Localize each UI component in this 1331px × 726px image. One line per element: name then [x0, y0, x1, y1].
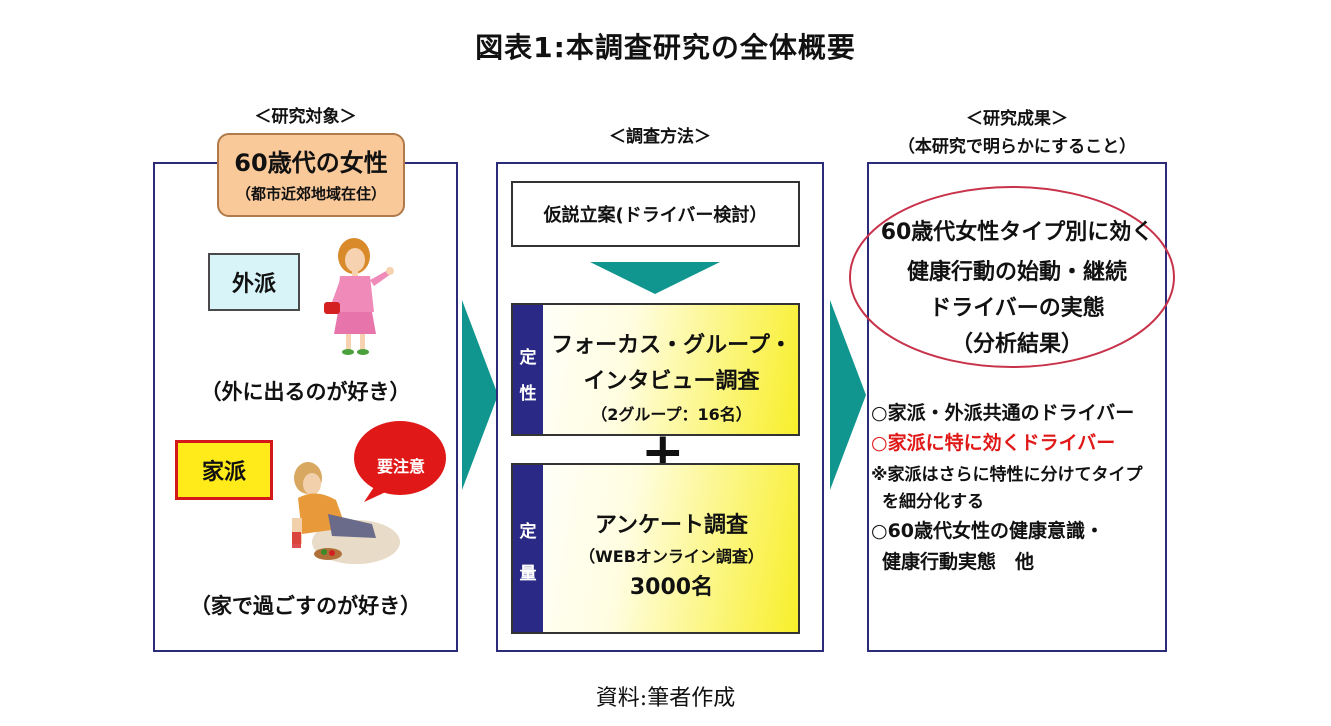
qualitative-line2: インタビュー調査 — [583, 369, 760, 394]
result-line-4: （分析結果） — [950, 332, 1083, 357]
result-line-1: 60歳代女性タイプ別に効く — [880, 220, 1154, 245]
kaha-label: 家派 — [201, 460, 246, 485]
source-caption: 資料:筆者作成 — [595, 686, 736, 711]
quantitative-box: 定 量 アンケート調査 （WEBオンライン調査） 3000名 — [511, 463, 800, 634]
quantitative-line2: 3000名 — [629, 575, 714, 600]
quantitative-tab-char-2: 量 — [519, 564, 537, 584]
qualitative-tab-char-2: 性 — [519, 384, 537, 404]
kaha-note: （家で過ごすのが好き） — [189, 594, 422, 618]
label-research-outcome: ＜研究成果＞ — [966, 109, 1068, 129]
qualitative-tab-char-1: 定 — [519, 348, 537, 368]
arrow-right-icon-2 — [830, 300, 866, 490]
panel-research-outcome — [867, 162, 1167, 652]
qualitative-sub: （2グループ：16名） — [591, 405, 752, 424]
kaha-box: 家派 — [175, 440, 273, 500]
caution-text: 要注意 — [376, 457, 425, 476]
quantitative-tab: 定 量 — [513, 465, 543, 632]
target-box: 60歳代の女性 （都市近郊地域在住） — [217, 133, 405, 217]
hypothesis-box: 仮説立案(ドライバー検討） — [511, 181, 800, 247]
figure-title: 図表1:本調査研究の全体概要 — [475, 31, 856, 64]
result-line-2: 健康行動の始動・継続 — [906, 260, 1127, 285]
gaiha-box: 外派 — [208, 253, 300, 311]
hypothesis-text: 仮説立案(ドライバー検討） — [543, 205, 768, 226]
highlight-ellipse — [849, 186, 1175, 368]
panel-research-target — [153, 162, 458, 652]
qualitative-tab: 定 性 — [513, 305, 543, 434]
label-research-outcome-sub: （本研究で明らかにすること） — [897, 137, 1137, 157]
woman-lounging-icon — [292, 462, 400, 564]
gaiha-label: 外派 — [231, 272, 276, 297]
outcome-item-3b: を細分化する — [882, 492, 984, 512]
outcome-item-4a: ○60歳代女性の健康意識・ — [871, 520, 1105, 542]
arrow-right-icon — [462, 300, 498, 490]
outcome-item-1: ○家派・外派共通のドライバー — [871, 402, 1135, 424]
target-main-text: 60歳代の女性 — [234, 149, 388, 177]
woman-standing-icon — [324, 238, 394, 355]
qualitative-line1: フォーカス・グループ・ — [551, 333, 792, 358]
outcome-item-3a: ※家派はさらに特性に分けてタイプ — [871, 465, 1143, 485]
label-research-method: ＜調査方法＞ — [609, 127, 711, 147]
quantitative-line1: アンケート調査 — [594, 513, 749, 538]
outcome-item-4b: 健康行動実態 他 — [882, 551, 1035, 573]
result-line-3: ドライバーの実態 — [929, 296, 1105, 321]
caution-bubble-icon — [354, 421, 446, 502]
qualitative-box: 定 性 フォーカス・グループ・ インタビュー調査 （2グループ：16名） — [511, 303, 800, 436]
label-research-target: ＜研究対象＞ — [254, 107, 357, 127]
quantitative-sub: （WEBオンライン調査） — [579, 547, 764, 566]
outcome-item-2: ○家派に特に効くドライバー — [871, 432, 1116, 454]
target-sub-text: （都市近郊地域在住） — [235, 185, 386, 203]
gaiha-note: （外に出るのが好き） — [200, 380, 411, 404]
quantitative-tab-char-1: 定 — [519, 522, 537, 542]
arrow-down-icon — [590, 262, 720, 294]
